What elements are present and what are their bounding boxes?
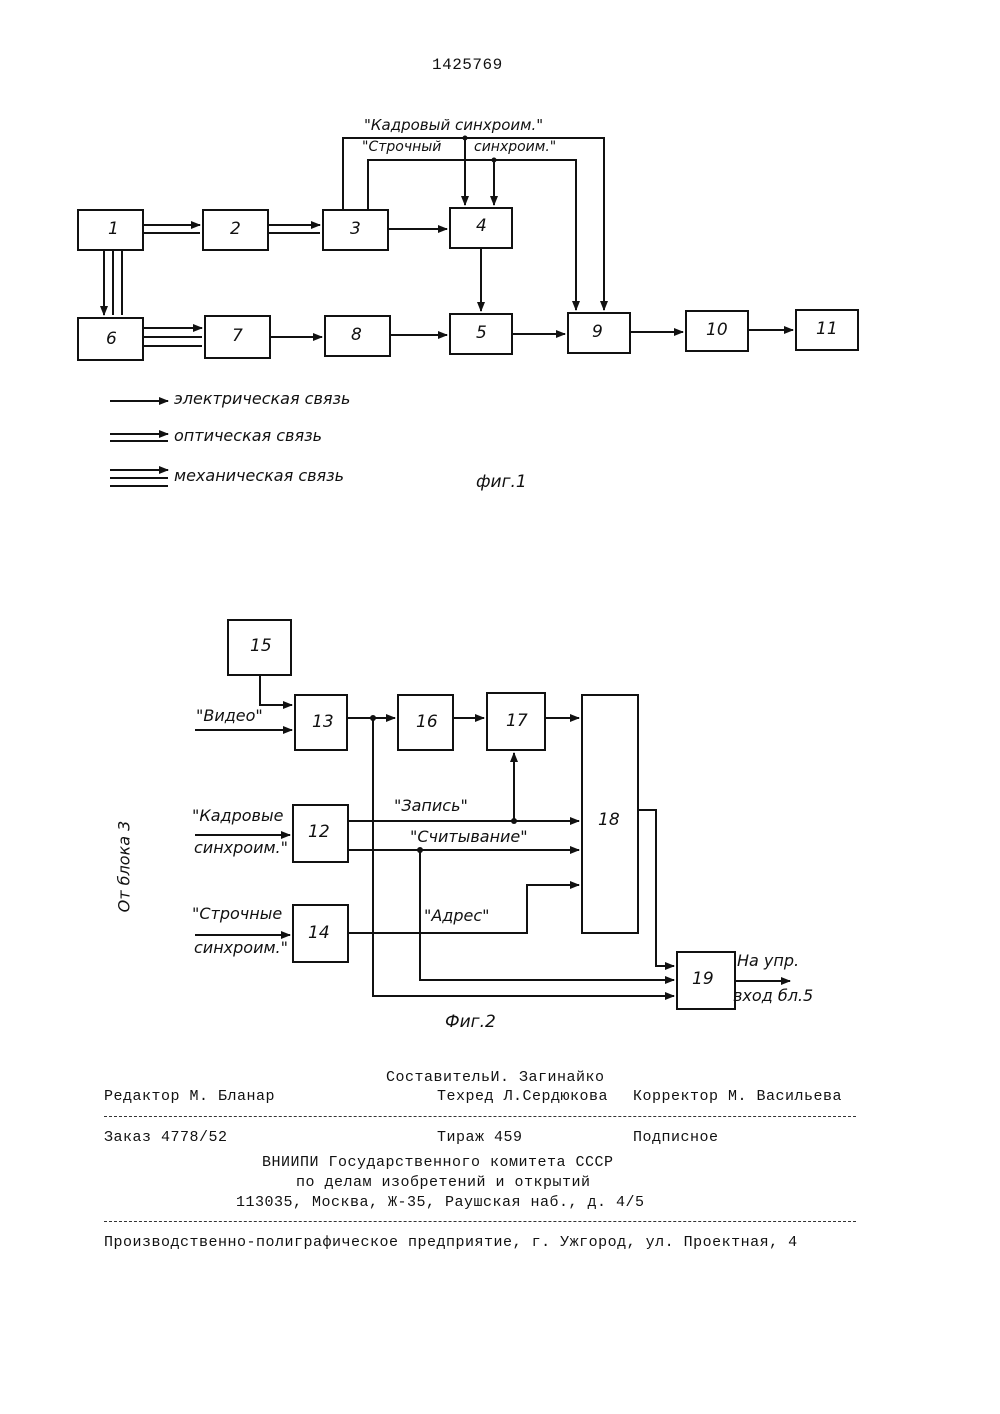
subscription: Подписное xyxy=(633,1129,719,1146)
org-line-2: по делам изобретений и открытий xyxy=(296,1174,591,1191)
block-6-label: 6 xyxy=(106,329,117,349)
block-18-label: 18 xyxy=(598,810,620,830)
block-5-label: 5 xyxy=(476,323,487,343)
output-label-a: На упр. xyxy=(737,951,799,970)
block-3-label: 3 xyxy=(350,219,361,239)
block-1-label: 1 xyxy=(108,219,119,239)
block-11-label: 11 xyxy=(816,319,838,339)
block-14-label: 14 xyxy=(308,923,330,943)
block-9-label: 9 xyxy=(592,322,603,342)
printer: Производственно-полиграфическое предприя… xyxy=(104,1234,798,1251)
address-signal-label: "Адрес" xyxy=(424,906,490,925)
block-8-label: 8 xyxy=(351,325,362,345)
frame-sync-input-label-a: "Кадровые xyxy=(192,806,283,825)
legend-optical: оптическая связь xyxy=(174,426,322,445)
block-19-label: 19 xyxy=(692,969,714,989)
org-line-3: 113035, Москва, Ж-35, Раушская наб., д. … xyxy=(236,1194,645,1211)
composer: СоставительИ. Загинайко xyxy=(386,1069,605,1086)
line-sync-label-a: "Строчный xyxy=(362,139,441,155)
line-sync-input-label-a: "Строчные xyxy=(192,904,282,923)
block-17-label: 17 xyxy=(506,711,528,731)
block-4-label: 4 xyxy=(476,216,487,236)
circulation: Тираж 459 xyxy=(437,1129,523,1146)
block-15-label: 15 xyxy=(250,636,272,656)
editor: Редактор М. Бланар xyxy=(104,1088,275,1105)
frame-sync-input-label-b: синхроим." xyxy=(194,838,288,857)
divider-2 xyxy=(104,1221,856,1222)
order-number: Заказ 4778/52 xyxy=(104,1129,228,1146)
block-13-label: 13 xyxy=(312,712,334,732)
org-line-1: ВНИИПИ Государственного комитета СССР xyxy=(262,1154,614,1171)
line-sync-label-b: синхроим." xyxy=(474,139,556,155)
block-10-label: 10 xyxy=(706,320,728,340)
divider-1 xyxy=(104,1116,856,1117)
block-2-label: 2 xyxy=(230,219,241,239)
write-signal-label: "Запись" xyxy=(394,796,468,815)
legend-electric: электрическая связь xyxy=(174,389,350,408)
tech-editor: Техред Л.Сердюкова xyxy=(437,1088,608,1105)
read-signal-label: "Считывание" xyxy=(410,827,528,846)
legend-mechanical: механическая связь xyxy=(174,466,344,485)
fig2-caption: Фиг.2 xyxy=(445,1012,496,1032)
block-16-label: 16 xyxy=(416,712,438,732)
line-sync-input-label-b: синхроим." xyxy=(194,938,288,957)
video-input-label: "Видео" xyxy=(196,706,263,725)
from-block-3-label: От блока 3 xyxy=(114,821,133,913)
corrector: Корректор М. Васильева xyxy=(633,1088,842,1105)
frame-sync-label: "Кадровый синхроим." xyxy=(364,116,543,134)
block-12-label: 12 xyxy=(308,822,330,842)
block-7-label: 7 xyxy=(232,326,243,346)
output-label-b: вход бл.5 xyxy=(733,986,813,1005)
fig1-caption: фиг.1 xyxy=(476,472,527,492)
